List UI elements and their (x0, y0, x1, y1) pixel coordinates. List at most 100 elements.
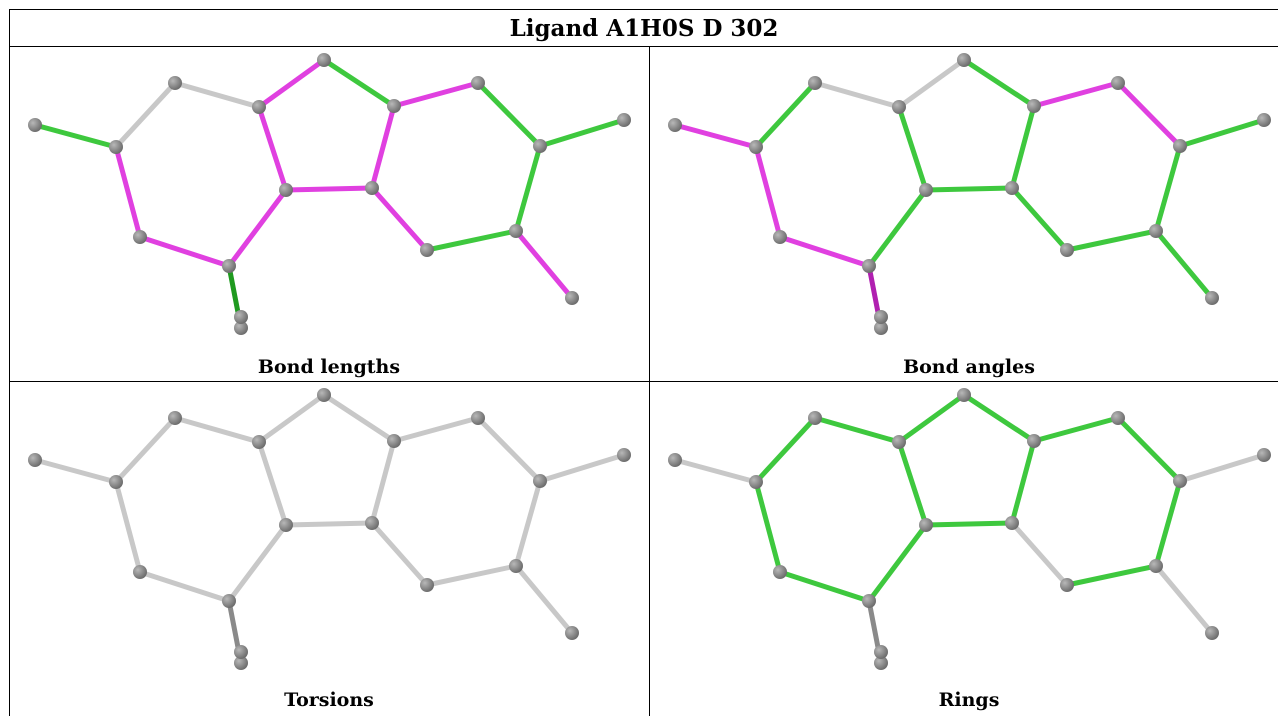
molecule-torsions (28, 388, 631, 670)
bond-pendant (513, 563, 575, 636)
bond-1 (753, 479, 783, 575)
atom-8 (1257, 448, 1271, 462)
atom-0 (668, 453, 682, 467)
atom-4 (957, 53, 971, 67)
bond-5 (812, 80, 902, 110)
bond-pendant (1153, 228, 1215, 301)
atom-0 (28, 453, 42, 467)
atom-10 (420, 243, 434, 257)
bond-11 (391, 80, 481, 109)
panel-bond-lengths: Bond lengths (10, 47, 648, 381)
panel-bond-angles: Bond angles (650, 47, 1278, 381)
atom-2 (808, 76, 822, 90)
atom-3 (252, 435, 266, 449)
bond-9 (369, 103, 397, 191)
bond-15 (369, 520, 430, 588)
bond-5 (812, 415, 902, 445)
bond-13 (513, 143, 543, 234)
bond-7 (256, 392, 327, 445)
atom-5 (387, 434, 401, 448)
bond-4 (256, 439, 289, 528)
bond-11 (1031, 80, 1121, 109)
atom-11 (1005, 181, 1019, 195)
atom-16 (874, 645, 888, 659)
atom-3 (892, 100, 906, 114)
bond-6 (753, 80, 818, 150)
bond-0 (32, 122, 119, 150)
bond-11 (391, 415, 481, 444)
bond-2 (137, 569, 232, 604)
atom-16 (874, 310, 888, 324)
bond-3 (226, 187, 289, 269)
atom-11 (365, 516, 379, 530)
bond-6 (113, 415, 178, 485)
atom-14 (773, 230, 787, 244)
atom-6 (1111, 76, 1125, 90)
atom-2 (168, 76, 182, 90)
panel-rings: Rings (650, 382, 1278, 716)
bond-pendant (1153, 563, 1215, 636)
atom-3 (892, 435, 906, 449)
bond-5 (172, 80, 262, 110)
bond-15 (1009, 185, 1070, 253)
column-divider (649, 46, 650, 716)
atom-15 (874, 656, 888, 670)
bond-2 (777, 569, 872, 604)
bond-12 (475, 415, 543, 484)
atom-17 (1205, 291, 1219, 305)
atom-12 (279, 183, 293, 197)
bond-13 (513, 478, 543, 569)
atom-1 (109, 475, 123, 489)
bond-16 (537, 452, 627, 484)
bond-7 (896, 57, 967, 110)
atom-17 (1205, 626, 1219, 640)
caption-bond-angles: Bond angles (903, 356, 1035, 378)
atom-12 (919, 518, 933, 532)
bond-9 (369, 438, 397, 526)
bond-2 (777, 234, 872, 269)
molecule-rings (668, 388, 1271, 670)
bond-5 (172, 415, 262, 445)
atom-12 (279, 518, 293, 532)
bond-13 (1153, 143, 1183, 234)
atom-16 (234, 310, 248, 324)
bond-10 (283, 185, 375, 193)
bond-6 (753, 415, 818, 485)
bond-12 (475, 80, 543, 149)
bond-4 (256, 104, 289, 193)
bond-10 (923, 185, 1015, 193)
atom-11 (1005, 516, 1019, 530)
bond-3 (866, 522, 929, 604)
atom-0 (668, 118, 682, 132)
atom-7 (1173, 139, 1187, 153)
bond-14 (424, 228, 519, 253)
bond-7 (256, 57, 327, 110)
row-divider (9, 381, 1278, 382)
atom-16 (234, 645, 248, 659)
atom-10 (420, 578, 434, 592)
atom-5 (387, 99, 401, 113)
bond-0 (32, 457, 119, 485)
atom-5 (1027, 434, 1041, 448)
caption-rings: Rings (938, 689, 1000, 711)
atom-17 (565, 626, 579, 640)
bond-3 (866, 187, 929, 269)
left-border (9, 9, 10, 716)
atom-1 (109, 140, 123, 154)
bond-0 (672, 457, 759, 485)
bond-10 (923, 520, 1015, 528)
bond-9 (1009, 103, 1037, 191)
bond-4 (896, 104, 929, 193)
bond-7 (896, 392, 967, 445)
atom-8 (617, 113, 631, 127)
bond-15 (1009, 520, 1070, 588)
atom-13 (222, 594, 236, 608)
bond-1 (113, 479, 143, 575)
atom-8 (617, 448, 631, 462)
atom-13 (862, 594, 876, 608)
bond-1 (753, 144, 783, 240)
atom-5 (1027, 99, 1041, 113)
atom-13 (222, 259, 236, 273)
molecule-bond-angles (668, 53, 1271, 335)
bond-11 (1031, 415, 1121, 444)
